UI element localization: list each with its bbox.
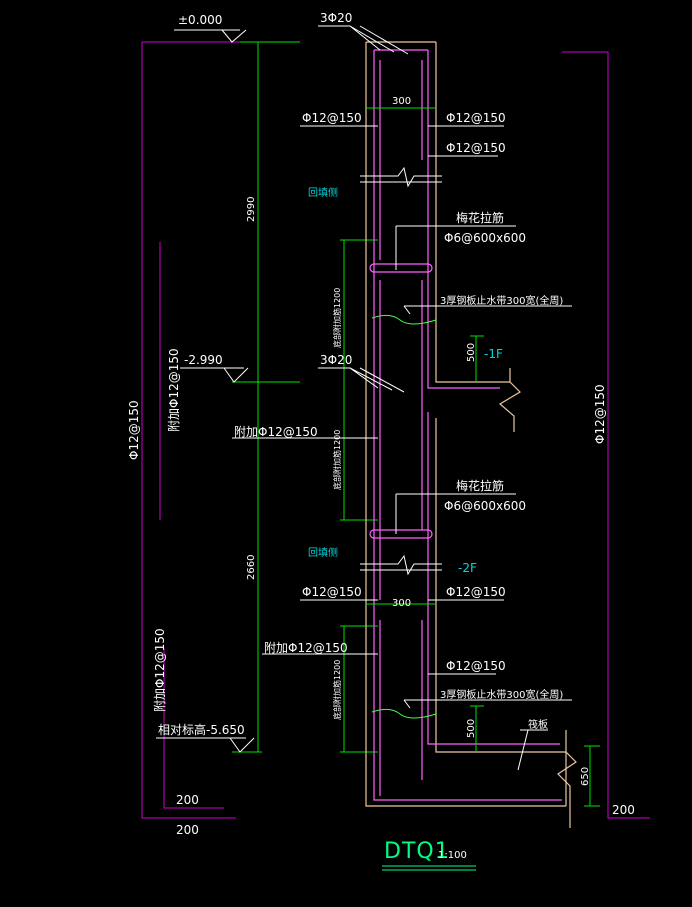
level-2f: -2F (458, 561, 477, 575)
top-bars-upper: 3Φ20 (320, 11, 352, 25)
rebar-right-lower: Φ12@150 (446, 585, 506, 599)
elev-bottom: 相对标高-5.650 (158, 722, 245, 737)
backfill-upper: 回填侧 (308, 186, 338, 199)
wall-width-top: 300 (392, 96, 411, 107)
lap-label-c: 底部附加筋1200 (332, 660, 342, 720)
dim-500-lower (470, 705, 484, 752)
tie-upper-title: 梅花拉筋 (456, 210, 504, 225)
leader-tie-upper (395, 225, 516, 270)
vertical-far-left: Φ12@150 (127, 400, 141, 460)
rebar-added-lower: 附加Φ12@150 (264, 641, 348, 655)
dim-500-upper (470, 335, 484, 382)
elev-mid: -2.990 (184, 353, 223, 367)
dim-upper-height: 2990 (246, 197, 257, 222)
dim-650 (584, 745, 600, 807)
left-200-a: 200 (176, 793, 199, 807)
vertical-left-added-lower: 附加Φ12@150 (153, 628, 167, 712)
tie-lower-spec: Φ6@600x600 (444, 499, 526, 513)
rebar-left-upper: Φ12@150 (302, 111, 362, 125)
dim-650-label: 650 (580, 767, 591, 786)
tie-lower-title: 梅花拉筋 (456, 478, 504, 493)
rebar-left-lower: Φ12@150 (302, 585, 362, 599)
elev-top: ±0.000 (178, 13, 222, 27)
rebar-added-mid: 附加Φ12@150 (234, 425, 318, 439)
rebar-outer-left (373, 50, 562, 801)
tie-upper-spec: Φ6@600x600 (444, 231, 526, 245)
lap-dim-lower (340, 625, 378, 753)
wall-left-face (365, 42, 566, 807)
elev-top-marker (174, 29, 247, 43)
top-bars-mid: 3Φ20 (320, 353, 352, 367)
raft-label: 筏板 (528, 718, 548, 731)
vertical-right: Φ12@150 (593, 384, 607, 444)
dim-lower-height: 2660 (246, 555, 257, 580)
rebar-outer-right (427, 50, 560, 745)
break-line-upper (360, 166, 442, 188)
break-line-lower (360, 554, 442, 576)
lap-label-b: 底部附加筋1200 (332, 430, 342, 490)
raft-break (557, 730, 577, 828)
lap-dim-upper (340, 239, 378, 521)
leader-3phi20-mid (318, 367, 405, 393)
elev-mid-marker (180, 367, 249, 383)
waterstop-lower (371, 708, 437, 719)
drawing-scale: 1:100 (438, 850, 467, 861)
rebar-inner-mid (379, 280, 423, 600)
leader-waterstop-upper (403, 305, 572, 315)
leader-tie-lower (395, 493, 516, 534)
lap-label-a: 底部附加筋1200 (332, 288, 342, 348)
main-dim-ticks (232, 41, 300, 753)
dim-500-lower-label: 500 (466, 719, 477, 738)
rebar-right-upper: Φ12@150 (446, 111, 506, 125)
level-1f: -1F (484, 347, 503, 361)
backfill-lower: 回填侧 (308, 546, 338, 559)
wall-width-bottom: 300 (392, 598, 411, 609)
waterstop-lower-label: 3厚钢板止水带300宽(全周) (440, 688, 563, 701)
tie-upper (369, 263, 433, 273)
vertical-left-added: 附加Φ12@150 (167, 348, 181, 432)
wall-width-dims (366, 107, 436, 605)
slab-break-1f (498, 368, 521, 432)
rebar-inner-upper (379, 60, 423, 260)
rebar-inner-lower (379, 620, 423, 796)
left-200-b: 200 (176, 823, 199, 837)
left-frame (141, 42, 236, 819)
title-underline (382, 865, 476, 871)
leader-raft (517, 729, 548, 771)
right-200: 200 (612, 803, 635, 817)
left-lower-added-line (163, 648, 224, 809)
waterstop-upper (371, 314, 437, 325)
dim-500-upper-label: 500 (466, 343, 477, 362)
waterstop-upper-label: 3厚钢板止水带300宽(全周) (440, 294, 563, 307)
leader-waterstop-lower (403, 699, 572, 709)
leader-3phi20-top (318, 25, 409, 55)
elev-bottom-marker (156, 737, 255, 753)
rebar-right-lower-2: Φ12@150 (446, 659, 506, 673)
rebar-right-upper-2: Φ12@150 (446, 141, 506, 155)
drawing-title: DTQ1 (384, 839, 450, 864)
tie-lower (369, 529, 433, 539)
wall-right-face (435, 42, 567, 806)
right-frame (562, 51, 650, 819)
